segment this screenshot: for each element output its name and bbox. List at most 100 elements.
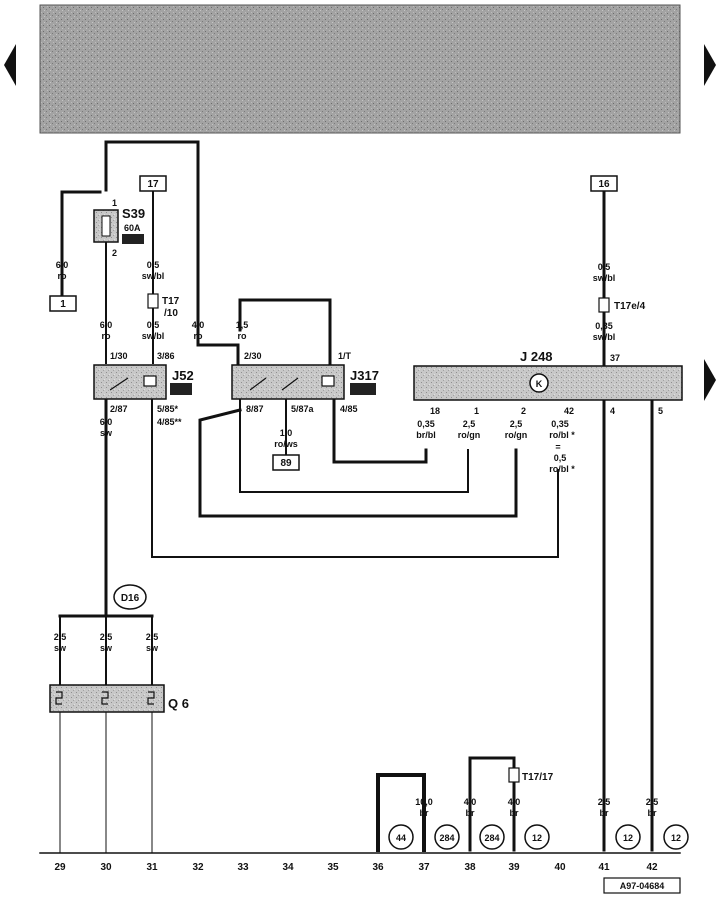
svg-text:8/87: 8/87 [246,404,264,414]
wire-labels: 6,0 ro 0,5 sw/bl 6,0 ro 0,5 sw/bl 4,0 ro… [54,260,659,818]
svg-text:0,35: 0,35 [551,419,569,429]
svg-text:ro/bl *: ro/bl * [549,430,575,440]
svg-text:sw/bl: sw/bl [142,331,165,341]
svg-text:0,5: 0,5 [554,453,567,463]
svg-text:ro: ro [58,271,68,281]
svg-text:33: 33 [237,862,249,873]
reference-box-17: 17 [139,175,167,192]
svg-text:1,0: 1,0 [280,428,293,438]
svg-text:4,0: 4,0 [508,797,521,807]
svg-text:4,0: 4,0 [464,797,477,807]
svg-text:42: 42 [646,862,658,873]
svg-text:S39: S39 [122,206,145,221]
page-nav-right-arrow[interactable] [704,44,716,86]
svg-text:39: 39 [508,862,520,873]
svg-text:34: 34 [282,862,294,873]
svg-text:0,5: 0,5 [598,262,611,272]
svg-text:41: 41 [598,862,610,873]
ground-ref-12-b: 12 [615,824,641,850]
relay-j52: J52 1/30 3/86 2/87 5/85* 4/85** [93,351,194,427]
reference-box-89: 89 [272,454,300,471]
glow-plugs-q6: Q 6 [49,684,189,713]
svg-text:5: 5 [658,406,663,416]
svg-text:60A: 60A [124,223,141,233]
svg-text:br/bl: br/bl [416,430,436,440]
page-nav-left-arrow[interactable] [4,44,16,86]
svg-text:J317: J317 [350,368,379,383]
svg-text:2,5: 2,5 [100,632,113,642]
svg-text:br: br [466,808,475,818]
ground-ref-284-a: 284 [434,824,460,850]
svg-text:38: 38 [464,862,476,873]
svg-text:5/87a: 5/87a [291,404,315,414]
splice-d16: D16 [113,584,147,610]
svg-text:2,5: 2,5 [463,419,476,429]
svg-text:1/T: 1/T [338,351,352,361]
svg-text:J52: J52 [172,368,194,383]
svg-text:3/86: 3/86 [157,351,175,361]
reference-box-16: 16 [590,175,618,192]
svg-text:0,5: 0,5 [147,320,160,330]
svg-text:ro: ro [194,331,204,341]
svg-text:31: 31 [146,862,158,873]
ground-ref-284-b: 284 [479,824,505,850]
svg-text:br: br [648,808,657,818]
svg-text:2: 2 [521,406,526,416]
connector-t17-17: T17/17 [508,767,554,783]
svg-text:12: 12 [623,833,633,843]
svg-text:40: 40 [554,862,566,873]
svg-text:0,35: 0,35 [417,419,435,429]
svg-text:=: = [555,442,560,452]
svg-text:17: 17 [147,179,159,190]
svg-text:37: 37 [610,353,620,363]
svg-text:sw/bl: sw/bl [593,273,616,283]
svg-text:ro/gn: ro/gn [458,430,481,440]
svg-text:1: 1 [60,299,66,310]
svg-text:1: 1 [474,406,479,416]
header-band [39,4,681,134]
svg-text:br: br [600,808,609,818]
svg-text:br: br [420,808,429,818]
svg-text:32: 32 [192,862,204,873]
svg-text:4,0: 4,0 [192,320,205,330]
svg-text:ro/gn: ro/gn [505,430,528,440]
svg-text:A97-04684: A97-04684 [620,881,665,891]
ground-ref-44: 44 [388,824,414,850]
svg-text:18: 18 [430,406,440,416]
svg-text:2,5: 2,5 [646,797,659,807]
svg-text:J 248: J 248 [520,349,553,364]
svg-text:4/85: 4/85 [340,404,358,414]
svg-text:30: 30 [100,862,112,873]
svg-text:T17: T17 [162,296,180,307]
svg-text:12: 12 [671,833,681,843]
svg-text:0,35: 0,35 [595,321,613,331]
rail-numbers: 29 30 31 32 33 34 35 36 37 38 39 40 41 4… [54,862,658,873]
svg-text:T17e/4: T17e/4 [614,301,646,312]
svg-text:0,5: 0,5 [147,260,160,270]
svg-text:sw: sw [54,643,67,653]
svg-text:35: 35 [327,862,339,873]
fuse-s39: S39 60A 1 2 [93,198,145,258]
svg-text:1: 1 [112,198,117,208]
svg-text:37: 37 [418,862,430,873]
svg-text:10,0: 10,0 [415,797,433,807]
svg-text:T17/17: T17/17 [522,772,554,783]
svg-text:2,5: 2,5 [54,632,67,642]
svg-text:6,0: 6,0 [56,260,69,270]
svg-text:2,5: 2,5 [146,632,159,642]
svg-text:2,5: 2,5 [510,419,523,429]
svg-text:Q 6: Q 6 [168,696,189,711]
svg-text:2/87: 2/87 [110,404,128,414]
reference-box-1: 1 [49,295,77,312]
svg-text:6,0: 6,0 [100,320,113,330]
svg-text:1/30: 1/30 [110,351,128,361]
svg-text:ro/ws: ro/ws [274,439,298,449]
svg-text:sw/bl: sw/bl [142,271,165,281]
ground-ref-12-a: 12 [524,824,550,850]
page-nav-right-arrow-lower[interactable] [704,359,716,401]
svg-text:2: 2 [112,248,117,258]
svg-text:6,0: 6,0 [100,417,113,427]
svg-text:29: 29 [54,862,66,873]
svg-text:sw: sw [146,643,159,653]
svg-text:ro/bl *: ro/bl * [549,464,575,474]
